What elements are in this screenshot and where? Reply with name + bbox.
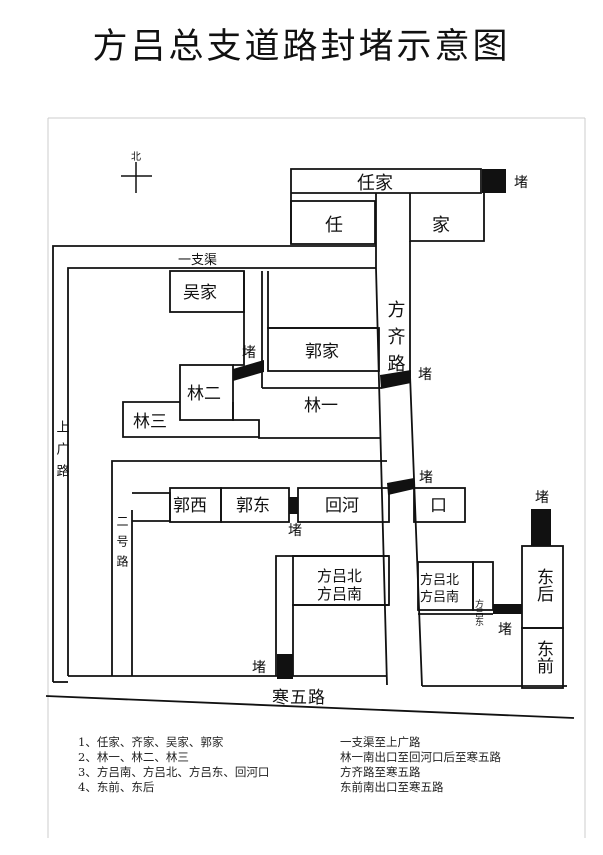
guo-jia-area [267,327,380,372]
lin-er-area [179,364,234,421]
area-guo-dong: 郭东 [236,496,270,516]
legend-left: 1、任家、齐家、吴家、郭家 [78,735,224,749]
fanglv-center-area [292,555,390,606]
hanwu-road-bottom [45,695,575,719]
ren-left-area [290,200,376,245]
area-lin-san: 林三 [133,412,167,432]
area-fanglv-bei-2: 方吕北 [420,572,459,588]
road-fang-qi: 方齐路 [385,300,406,381]
blockage-renjia [482,169,506,193]
area-wu-jia: 吴家 [183,283,217,303]
legend-left: 2、林一、林二、林三 [78,750,189,764]
legend-right: 东前南出口至寒五路 [340,780,444,794]
kou-area [413,487,466,523]
blockage-lin-er [233,360,264,381]
lin-er-road-left [233,271,245,366]
area-kou: 口 [430,496,447,516]
area-guo-xi: 郭西 [173,496,207,516]
block-label-guo-dong: 堵 [288,523,302,539]
legend-row: 3、方吕南、方吕北、方吕东、回河口 方齐路至寒五路 [78,765,558,780]
fangqi-road-right-edge [409,241,423,687]
legend-row: 4、东前、东后 东前南出口至寒五路 [78,780,558,795]
area-fanglv-dong: 方吕东 [473,598,484,626]
guo-jia-top-edge [267,271,378,329]
yizhiqu-road-outer [52,245,376,682]
blockage-dong-hou [531,509,551,546]
legend-right: 一支渠至上广路 [340,735,421,749]
guoxi-link [132,492,171,522]
road-er-hao: 二号路 [115,515,129,575]
yizhiqu-road-inner [67,267,376,676]
legend: 1、任家、齐家、吴家、郭家 一支渠至上广路 2、林一、林二、林三 林一南出口至回… [78,735,558,795]
area-dong-qian: 东前 [533,640,554,675]
road-yi-zhi-qu: 一支渠 [178,253,217,268]
compass-north-label: 北 [131,151,141,163]
block-label-lin-er: 堵 [242,345,256,361]
dong-qian-area [521,627,564,689]
fanglv-road-inner [292,604,389,676]
legend-right: 方齐路至寒五路 [340,765,421,779]
area-lin-er: 林二 [187,384,221,404]
road-han-wu: 寒五路 [272,688,326,708]
block-label-fanglv-dong: 堵 [498,622,512,638]
blockage-fangqi-1 [380,370,411,389]
jia-right-area [409,193,485,242]
fangqi-road-left-edge [375,193,388,686]
blockage-fanglv-dong [493,604,522,614]
blockage-fanglv-south [277,654,293,679]
north-compass-icon [121,162,152,193]
legend-row: 2、林一、林二、林三 林一南出口至回河口后至寒五路 [78,750,558,765]
block-label-fanglv-south: 堵 [252,660,266,676]
area-guo-jia: 郭家 [305,342,339,362]
legend-left: 4、东前、东后 [78,780,155,794]
fanglv-dong-area [472,561,494,611]
area-ren-jia-top: 任家 [357,173,393,194]
legend-row: 1、任家、齐家、吴家、郭家 一支渠至上广路 [78,735,558,750]
legend-left: 3、方吕南、方吕北、方吕东、回河口 [78,765,270,779]
area-fanglv-nan: 方吕南 [317,585,362,603]
area-ren-left: 任 [325,215,343,236]
road-shang-guang: 上广路 [54,420,70,486]
legend-right: 林一南出口至回河口后至寒五路 [340,750,501,764]
block-label-renjia: 堵 [514,175,528,191]
road-lin-yi: 林一 [304,396,338,416]
area-fanglv-nan-2: 方吕南 [420,589,459,605]
area-dong-hou: 东后 [533,568,554,602]
lin-san-area [122,401,259,438]
area-fanglv-bei: 方吕北 [317,567,362,585]
blockage-fangqi-2 [387,478,414,495]
blockage-guo-dong [289,497,298,514]
area-jia-right: 家 [432,215,450,236]
ren-jia-road [290,168,482,244]
map-title: 方吕总支道路封堵示意图 [92,27,511,67]
erhao-road-outer [111,460,387,676]
area-hui-he: 回河 [325,496,359,516]
block-label-fangqi-1: 堵 [418,367,432,383]
block-label-fangqi-2: 堵 [419,470,433,486]
block-label-dong-hou: 堵 [535,490,549,506]
